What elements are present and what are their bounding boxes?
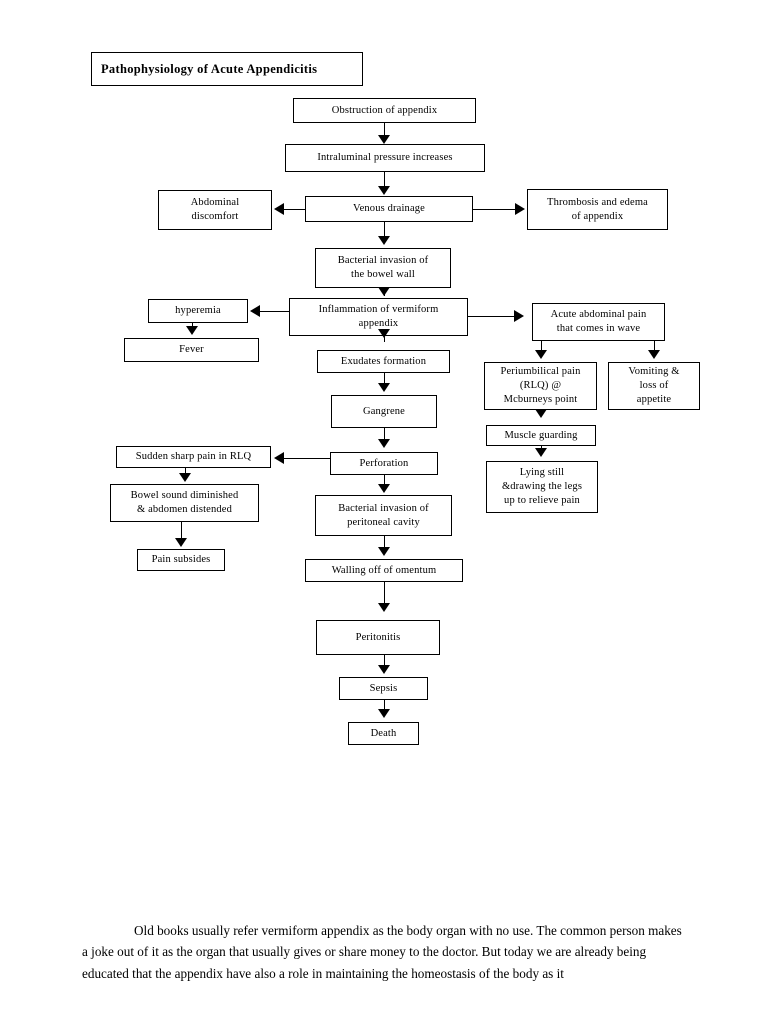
connector-exudates-to-gangrene — [384, 373, 385, 383]
arrowhead-bacterial-peritoneal-to-walling-off — [378, 547, 390, 556]
node-venous-drainage: Venous drainage — [305, 196, 473, 222]
arrowhead-gangrene-to-perforation — [378, 439, 390, 448]
node-walling-off-of-omentum: Walling off of omentum — [305, 559, 463, 582]
arrowhead-inflammation-to-hyperemia — [250, 305, 260, 317]
arrowhead-intraluminal-to-venous — [378, 186, 390, 195]
node-death: Death — [348, 722, 419, 745]
connector-bowel-sound-to-pain-subsides — [181, 522, 182, 540]
arrowhead-sepsis-to-death — [378, 709, 390, 718]
body-paragraph: Old books usually refer vermiform append… — [82, 923, 682, 981]
arrowhead-muscle-guarding-to-lying-still — [535, 448, 547, 457]
connector-venous-to-bacterial-bowel — [384, 222, 385, 238]
arrowhead-venous-to-abdominal-discomfort — [274, 203, 284, 215]
node-acute-abdominal-pain: Acute abdominal pain that comes in wave — [532, 303, 665, 341]
connector-inflammation-to-hyperemia — [260, 311, 289, 312]
arrowhead-hyperemia-to-fever — [186, 326, 198, 335]
node-sepsis: Sepsis — [339, 677, 428, 700]
arrowhead-inflammation-to-exudates — [378, 329, 390, 338]
node-intraluminal-pressure-increases: Intraluminal pressure increases — [285, 144, 485, 172]
diagram-title-box: Pathophysiology of Acute Appendicitis — [91, 52, 363, 86]
connector-sepsis-to-death — [384, 700, 385, 710]
arrowhead-bacterial-bowel-to-inflammation — [378, 287, 390, 296]
connector-inflammation-to-acute-pain — [468, 316, 514, 317]
arrowhead-acute-pain-to-periumbilical — [535, 350, 547, 359]
arrowhead-obstruction-to-intraluminal — [378, 135, 390, 144]
node-gangrene: Gangrene — [331, 395, 437, 428]
arrowhead-sudden-sharp-pain-to-bowel-sound — [179, 473, 191, 482]
arrowhead-inflammation-to-acute-pain — [514, 310, 524, 322]
node-bacterial-invasion-peritoneal-cavity: Bacterial invasion of peritoneal cavity — [315, 495, 452, 536]
node-abdominal-discomfort: Abdominal discomfort — [158, 190, 272, 230]
connector-inflammation-to-exudates — [384, 336, 385, 342]
node-vomiting-and-loss-of-appetite: Vomiting & loss of appetite — [608, 362, 700, 410]
arrowhead-bowel-sound-to-pain-subsides — [175, 538, 187, 547]
arrowhead-peritonitis-to-sepsis — [378, 665, 390, 674]
connector-acute-pain-to-vomiting — [654, 341, 655, 351]
connector-peritonitis-to-sepsis — [384, 655, 385, 667]
arrowhead-perforation-to-bacterial-peritoneal — [378, 484, 390, 493]
node-lying-still-drawing-legs: Lying still &drawing the legs up to reli… — [486, 461, 598, 513]
arrowhead-venous-to-bacterial-bowel — [378, 236, 390, 245]
node-periumbilical-pain: Periumbilical pain (RLQ) @ Mcburneys poi… — [484, 362, 597, 410]
node-obstruction-of-appendix: Obstruction of appendix — [293, 98, 476, 123]
node-pain-subsides: Pain subsides — [137, 549, 225, 571]
node-thrombosis-and-edema: Thrombosis and edema of appendix — [527, 189, 668, 230]
node-perforation: Perforation — [330, 452, 438, 475]
arrowhead-perforation-to-sudden-sharp-pain — [274, 452, 284, 464]
arrowhead-periumbilical-to-muscle-guarding — [535, 409, 547, 418]
connector-venous-to-abdominal-discomfort — [284, 209, 305, 210]
connector-sudden-sharp-pain-to-bowel-sound — [185, 468, 186, 476]
arrowhead-acute-pain-to-vomiting — [648, 350, 660, 359]
connector-intraluminal-to-venous — [384, 172, 385, 186]
node-muscle-guarding: Muscle guarding — [486, 425, 596, 446]
connector-walling-off-to-peritonitis — [384, 582, 385, 604]
node-bowel-sound-diminished: Bowel sound diminished & abdomen distend… — [110, 484, 259, 522]
connector-gangrene-to-perforation — [384, 428, 385, 440]
connector-venous-to-thrombosis — [473, 209, 515, 210]
arrowhead-exudates-to-gangrene — [378, 383, 390, 392]
connector-perforation-to-sudden-sharp-pain — [284, 458, 330, 459]
node-sudden-sharp-pain-rlq: Sudden sharp pain in RLQ — [116, 446, 271, 468]
arrowhead-walling-off-to-peritonitis — [378, 603, 390, 612]
connector-bacterial-peritoneal-to-walling-off — [384, 536, 385, 548]
node-hyperemia: hyperemia — [148, 299, 248, 323]
connector-obstruction-to-intraluminal — [384, 123, 385, 137]
arrowhead-venous-to-thrombosis — [515, 203, 525, 215]
node-bacterial-invasion-bowel-wall: Bacterial invasion of the bowel wall — [315, 248, 451, 288]
connector-acute-pain-to-periumbilical — [541, 341, 542, 351]
node-peritonitis: Peritonitis — [316, 620, 440, 655]
node-fever: Fever — [124, 338, 259, 362]
connector-perforation-to-bacterial-peritoneal — [384, 475, 385, 485]
node-exudates-formation: Exudates formation — [317, 350, 450, 373]
